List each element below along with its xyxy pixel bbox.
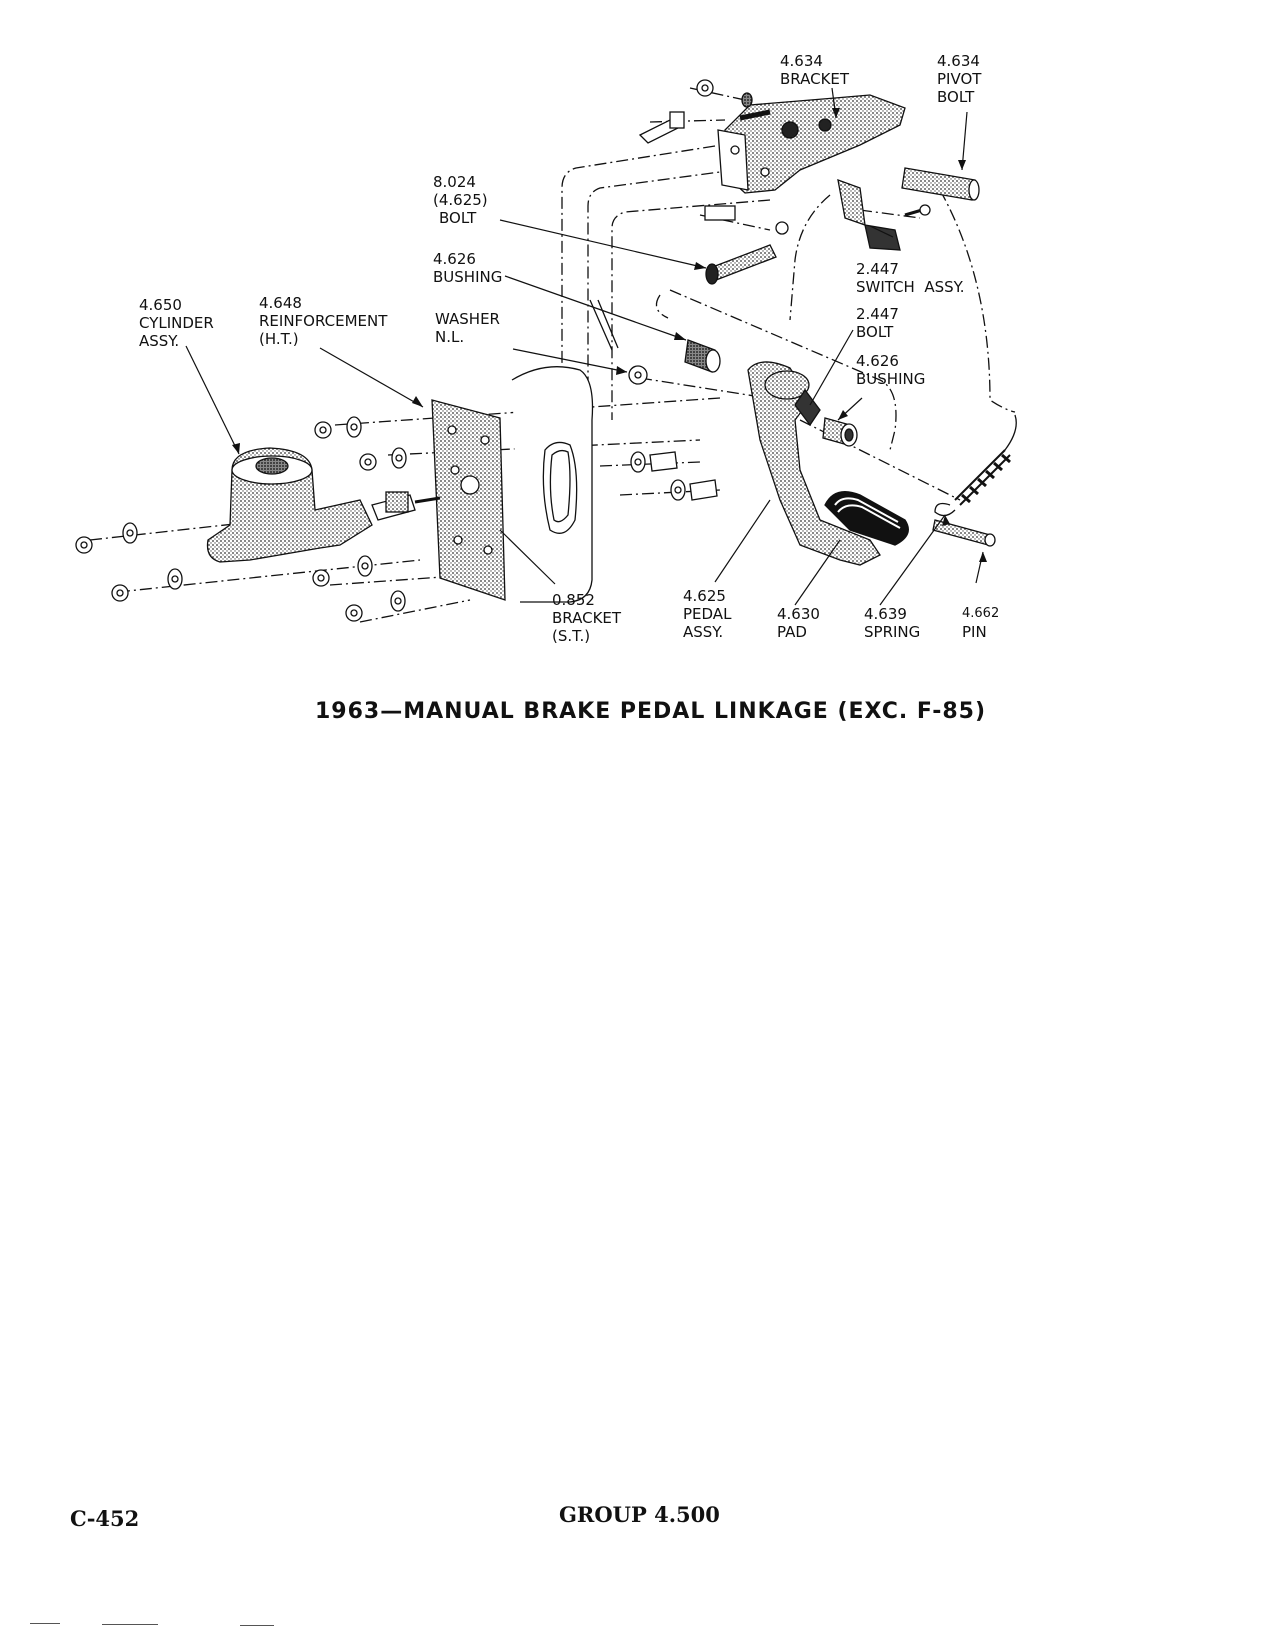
label-part-number: 8.024 [433,173,476,191]
label-part-number: 2.447 [856,260,899,278]
label-part-name: BOLT [937,88,975,106]
label-part-name: PIN [962,623,987,641]
label-part-name: (H.T.) [259,330,299,348]
label-part-number: 4.662 [962,606,1000,621]
label-part-number: 4.639 [864,605,907,623]
label-part-number: 4.648 [259,294,302,312]
label-part-number: (4.625) [433,191,488,209]
label-bolt-2-447: 2.447 BOLT [856,305,899,341]
label-reinforcement: 4.648 REINFORCEMENT (H.T.) [259,294,387,348]
figure-caption: 1963—MANUAL BRAKE PEDAL LINKAGE (EXC. F-… [314,699,987,724]
label-bushing-lower: 4.626 BUSHING [856,352,925,388]
label-part-name: PAD [777,623,807,641]
group-number: GROUP 4.500 [559,1502,720,1527]
label-part-number: 4.630 [777,605,820,623]
label-part-name: ASSY. [683,623,724,641]
label-bolt-8-024: 8.024 (4.625) BOLT [433,173,488,227]
label-part-name: SPRING [864,623,921,641]
label-part-name: N.L. [435,328,465,346]
label-part-name: (S.T.) [552,627,591,645]
label-part-number: 4.634 [780,52,823,70]
label-part-name: CYLINDER [139,314,214,332]
label-part-number: 2.447 [856,305,899,323]
label-part-name: PIVOT [937,70,982,88]
page-number: C-452 [70,1506,140,1531]
label-part-name: BRACKET [780,70,850,88]
label-part-number: 4.626 [433,250,476,268]
scan-speck [102,1624,158,1625]
label-part-name: WASHER [435,310,500,328]
label-pad: 4.630 PAD [777,605,820,641]
label-cylinder-assy: 4.650 CYLINDER ASSY. [139,296,214,350]
label-part-number: 4.625 [683,587,726,605]
label-bracket-4-634: 4.634 BRACKET [780,52,849,88]
label-pin: 4.662 PIN [962,605,999,641]
label-part-name: BUSHING [433,268,503,286]
label-pivot-bolt: 4.634 PIVOT BOLT [937,52,981,106]
label-bushing-upper: 4.626 BUSHING [433,250,502,286]
label-spring: 4.639 SPRING [864,605,920,641]
label-part-name: BRACKET [552,609,622,627]
scan-speck [30,1623,60,1624]
label-part-name: PEDAL [683,605,732,623]
label-part-name: REINFORCEMENT [259,312,388,330]
label-bracket-st: 0.852 BRACKET (S.T.) [552,591,621,645]
scan-speck [240,1625,274,1626]
label-part-number: 4.650 [139,296,182,314]
label-part-name: BUSHING [856,370,926,388]
label-part-name: BOLT [439,209,477,227]
label-part-number: 0.852 [552,591,595,609]
label-pedal-assy: 4.625 PEDAL ASSY. [683,587,731,641]
brake-pedal-linkage-diagram [75,79,1017,623]
label-washer: WASHER N.L. [435,310,500,346]
label-part-number: 4.634 [937,52,980,70]
label-part-name: BOLT [856,323,894,341]
label-part-name: ASSY. [139,332,180,350]
label-switch-assy: 2.447 SWITCH ASSY. [856,260,965,296]
label-part-name: SWITCH ASSY. [856,278,965,296]
label-part-number: 4.626 [856,352,899,370]
